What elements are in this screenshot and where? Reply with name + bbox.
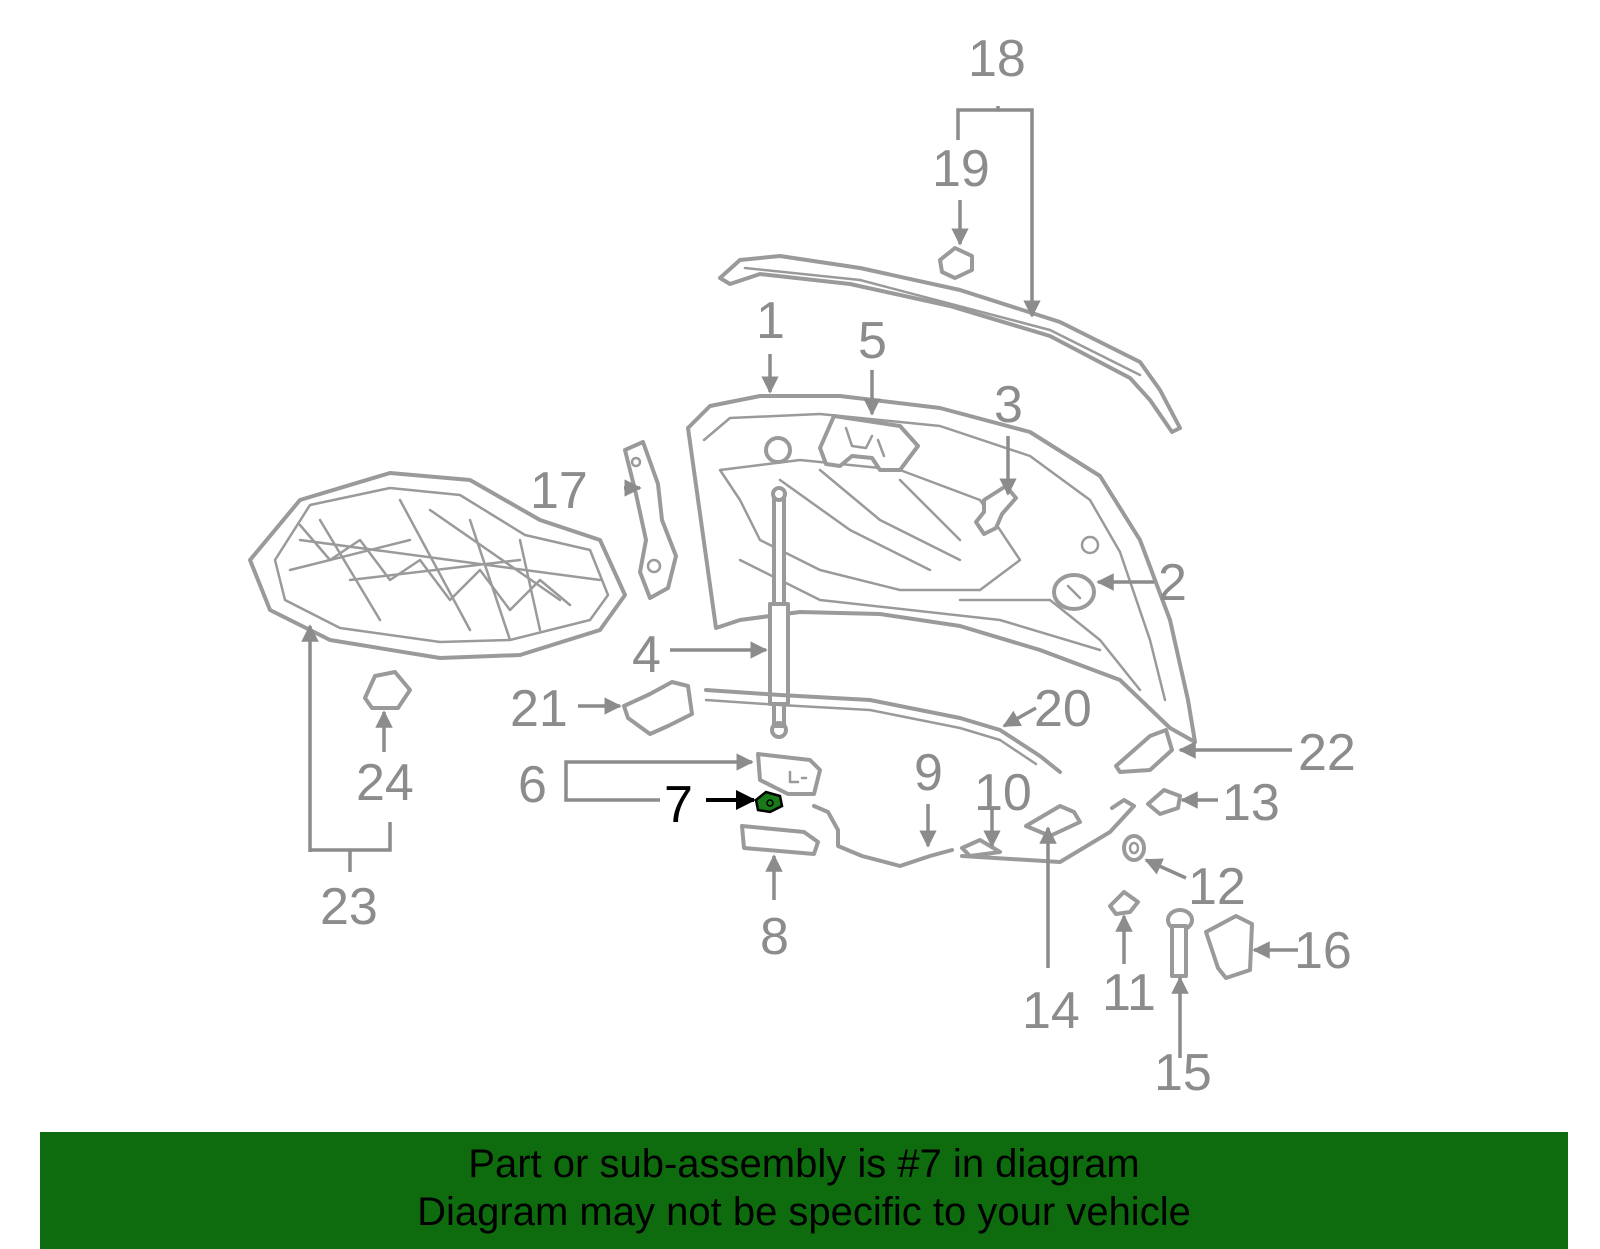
leader-lines xyxy=(301,106,1298,1058)
part-20-cable xyxy=(704,688,1062,774)
callout-17: 17 xyxy=(530,462,588,520)
callout-labels: 18 19 1 5 3 2 17 4 20 21 22 6 7 9 10 13 … xyxy=(320,30,1356,1102)
callout-13: 13 xyxy=(1222,774,1280,832)
part-17-hinge xyxy=(623,440,678,600)
callout-16: 16 xyxy=(1294,922,1352,980)
callout-7: 7 xyxy=(664,776,693,834)
callout-3: 3 xyxy=(994,376,1023,434)
callout-23: 23 xyxy=(320,878,378,936)
callout-5: 5 xyxy=(858,312,887,370)
part-8-cover xyxy=(740,824,820,856)
callout-6: 6 xyxy=(518,756,547,814)
callout-12: 12 xyxy=(1188,858,1246,916)
callout-14: 14 xyxy=(1022,982,1080,1040)
part-2-bumper xyxy=(1052,573,1096,611)
callout-24: 24 xyxy=(356,754,414,812)
callout-8: 8 xyxy=(760,908,789,966)
callout-9: 9 xyxy=(914,744,943,802)
callout-1: 1 xyxy=(756,292,785,350)
part-7-highlighted[interactable] xyxy=(754,790,784,814)
part-16-bracket xyxy=(1204,914,1254,980)
part-1-hood xyxy=(686,394,1197,744)
part-13-clip xyxy=(1146,788,1182,816)
part-10-lever xyxy=(960,838,1002,858)
callout-19: 19 xyxy=(932,140,990,198)
part-15-pin xyxy=(1166,908,1194,978)
callout-22: 22 xyxy=(1298,724,1356,782)
part-18-seal xyxy=(718,254,1182,434)
part-21-clip xyxy=(622,680,694,736)
part-11-clip xyxy=(1108,890,1140,916)
callout-11: 11 xyxy=(1102,964,1156,1022)
part-5-bracket xyxy=(818,414,920,472)
callout-10: 10 xyxy=(974,764,1032,822)
callout-21: 21 xyxy=(510,680,568,738)
part-3-bumper xyxy=(974,484,1018,536)
part-9-rod xyxy=(812,804,954,868)
part-23-insulator xyxy=(248,471,627,660)
callout-2: 2 xyxy=(1158,554,1187,612)
callout-4: 4 xyxy=(632,626,661,684)
part-12-grommet xyxy=(1122,834,1146,862)
part-22-guide xyxy=(1114,728,1174,774)
callout-15: 15 xyxy=(1154,1044,1212,1102)
callout-18: 18 xyxy=(968,30,1026,88)
part-6-latch xyxy=(756,752,822,796)
part-24-clip xyxy=(363,670,412,710)
banner-line-1: Part or sub-assembly is #7 in diagram xyxy=(468,1142,1140,1186)
part-4-strut xyxy=(764,436,792,739)
callout-20: 20 xyxy=(1034,680,1092,738)
info-banner: Part or sub-assembly is #7 in diagram Di… xyxy=(40,1132,1568,1249)
part-19-clip xyxy=(938,246,974,280)
banner-line-2: Diagram may not be specific to your vehi… xyxy=(417,1190,1191,1234)
